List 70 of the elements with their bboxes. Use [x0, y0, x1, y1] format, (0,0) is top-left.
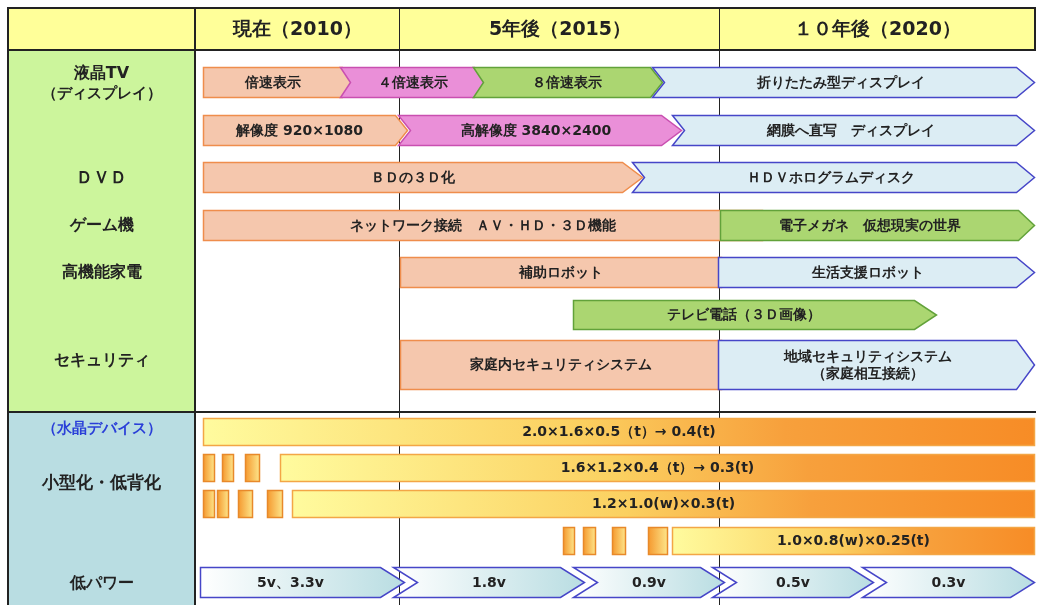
timeline-band: [573, 300, 937, 330]
timeline-band: [473, 67, 663, 98]
chip-icon: [267, 490, 283, 518]
chip-icon: [583, 527, 596, 555]
bar-label: 1.0×0.8(w)×0.25(t): [776, 531, 931, 551]
bar-label: 家庭内セキュリティシステム: [469, 355, 653, 375]
chip-icon: [203, 454, 215, 482]
bar-label: ＨＤＶホログラムディスク: [745, 167, 916, 187]
timeline-band: [862, 567, 1035, 598]
bar-label: 地域セキュリティシステム（家庭相互接続）: [782, 346, 953, 383]
timeline-band: [203, 67, 353, 98]
bar-label: テレビ電話（３Ｄ画像）: [666, 305, 822, 325]
timeline-band: [398, 115, 682, 146]
bar-label: 1.2×1.0(w)×0.3(t): [590, 494, 737, 514]
chip-icon: [217, 490, 229, 518]
timeline-band: [672, 527, 1035, 555]
timeline-band: [292, 490, 1035, 518]
row-header: 低パワー: [68, 571, 135, 594]
row-header: ＤＶＤ: [75, 165, 128, 189]
row-header: （ディスプレイ）: [40, 82, 163, 104]
bar-label: ４倍速表示: [376, 72, 449, 92]
bar-label: 補助ロボット: [518, 262, 604, 282]
bar-label: 解像度 920×1080: [235, 120, 364, 140]
bar-label: ８倍速表示: [531, 72, 603, 92]
row-header: 小型化・低背化: [41, 470, 162, 494]
bar-label: 5v、3.3v: [256, 572, 325, 592]
bar-label: 1.6×1.2×0.4（t）→ 0.3(t): [559, 458, 756, 478]
timeline-band: [280, 454, 1035, 482]
timeline-band: [718, 340, 1035, 390]
chip-icon: [203, 490, 215, 518]
timeline-band: [652, 67, 1035, 98]
timeline-band: [203, 115, 408, 146]
bar-label: 1.8v: [471, 572, 507, 592]
chip-icon: [563, 527, 575, 555]
row-header: 高機能家電: [60, 260, 143, 283]
timeline-band: [393, 567, 585, 598]
timeline-band: [203, 162, 643, 193]
row-header: 液晶TV: [72, 62, 131, 84]
bar-label: ＢＤの３Ｄ化: [370, 167, 456, 187]
bar-label: 倍速表示: [244, 72, 302, 92]
timeline-band: [573, 567, 725, 598]
timeline-band: [712, 567, 874, 598]
bar-label: 高解像度 3840×2400: [459, 120, 613, 140]
chip-icon: [238, 490, 253, 518]
chip-icon: [612, 527, 626, 555]
chip-icon: [245, 454, 260, 482]
bar-label: 2.0×1.6×0.5（t）→ 0.4(t): [521, 422, 717, 442]
bar-label: 折りたたみ型ディスプレイ: [755, 72, 926, 92]
bar-label: 0.9v: [631, 572, 667, 592]
timeline-band: [340, 67, 485, 98]
column-header: 現在（2010）: [231, 16, 363, 41]
bar-label: 網膜へ直写 ディスプレイ: [765, 120, 936, 140]
row-header: （水晶デバイス）: [40, 417, 163, 439]
timeline-band: [718, 257, 1035, 288]
timeline-band: [672, 115, 1035, 146]
bar-label: ネットワーク接続 ＡＶ・ＨＤ・３Ｄ機能: [349, 215, 617, 235]
chip-icon: [648, 527, 668, 555]
bar-label: 0.3v: [930, 572, 967, 592]
bar-label: 生活支援ロボット: [810, 262, 925, 282]
row-header: セキュリティ: [52, 348, 151, 371]
chip-icon: [222, 454, 234, 482]
bar-label: 0.5v: [775, 572, 811, 592]
timeline-band: [200, 567, 405, 598]
timeline-band: [720, 210, 1035, 241]
timeline-band: [632, 162, 1035, 193]
column-header: １０年後（2020）: [793, 16, 962, 41]
bar-label: 電子メガネ 仮想現実の世界: [777, 215, 962, 235]
timeline-band: [203, 418, 1035, 446]
column-header: 5年後（2015）: [487, 16, 633, 41]
row-header: ゲーム機: [68, 213, 135, 236]
